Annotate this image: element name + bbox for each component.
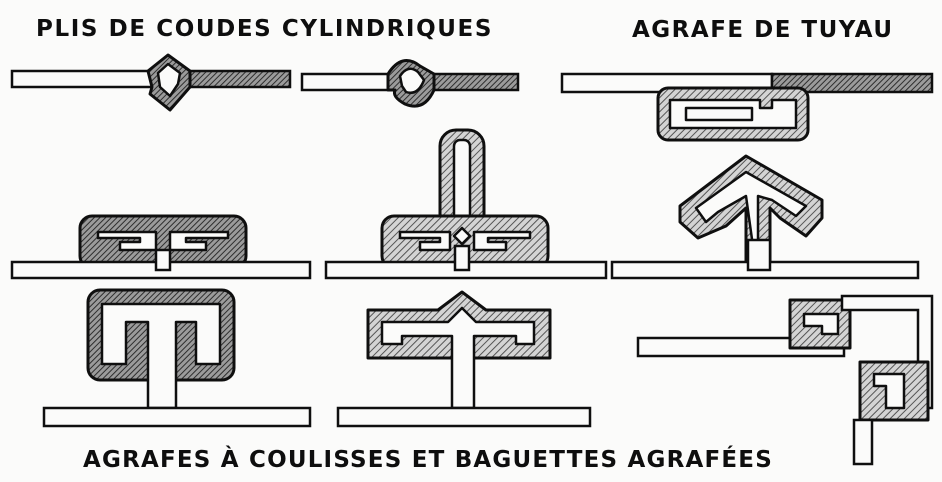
arrow-lock-strip: [610, 154, 920, 280]
drop-sheet: [852, 418, 874, 466]
elbow-fold-2: [300, 59, 520, 108]
slide-hook-right: [168, 230, 230, 252]
caption-slide-seams-and-lock-strips: AGRAFES À COULISSES ET BAGUETTES AGRAFÉE…: [83, 447, 773, 473]
slide-seam-2: [324, 128, 608, 280]
caption-pipe-seam: AGRAFE DE TUYAU: [632, 17, 894, 43]
right-sheet: [770, 72, 934, 94]
center-rib: [746, 238, 772, 272]
right-sheet: [426, 72, 520, 92]
rib-diamond: [452, 226, 472, 246]
fold-core: [398, 67, 426, 94]
slide-seam-1: [10, 214, 312, 280]
fold-core: [156, 62, 182, 98]
square-lock-strip: [42, 288, 312, 428]
corner-hook-core: [802, 312, 840, 336]
lock-core: [100, 302, 222, 410]
slide-hook-left: [96, 230, 158, 252]
arrow-strip-core: [694, 170, 808, 270]
corner-lock-strip: [636, 294, 934, 466]
elbow-fold-1: [10, 53, 292, 112]
pipe-seam: [560, 72, 934, 142]
center-rib: [453, 244, 471, 272]
base-sheet: [42, 406, 312, 428]
roof-lock-strip: [336, 290, 592, 428]
center-rib: [154, 248, 172, 272]
left-sheet: [10, 69, 154, 89]
slide-hook-left: [398, 230, 452, 252]
base-sheet: [336, 406, 592, 428]
slide-hook-right: [472, 230, 532, 252]
left-sheet: [300, 72, 392, 92]
seam-hook-slot: [684, 106, 754, 122]
lock-core: [380, 306, 536, 410]
side-hook-core: [872, 372, 906, 410]
caption-cylindrical-elbow-folds: PLIS DE COUDES CYLINDRIQUES: [36, 16, 493, 42]
right-sheet: [176, 69, 292, 89]
